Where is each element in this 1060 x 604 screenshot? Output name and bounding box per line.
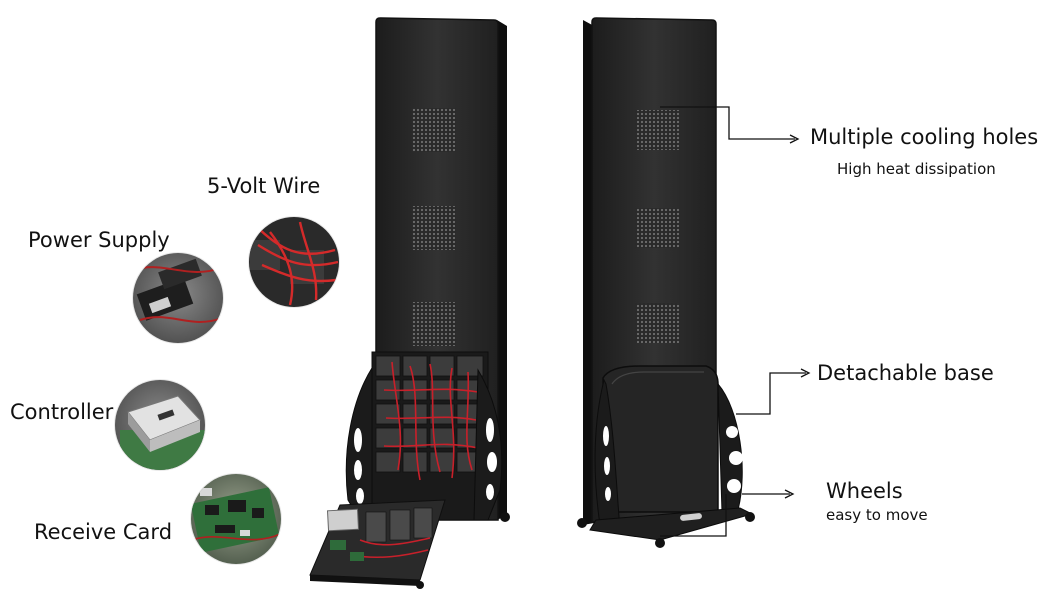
vent-grille: [412, 302, 456, 346]
pointer-cooling-holes: [660, 106, 800, 144]
detail-circle-5-volt-wire: [248, 216, 340, 308]
label-wheels: Wheels: [826, 479, 903, 503]
label-power-supply: Power Supply: [28, 228, 170, 252]
detail-circle-controller: [114, 379, 206, 471]
label-5-volt-wire: 5-Volt Wire: [207, 174, 321, 198]
right-display-unit: [577, 17, 755, 548]
vent-grille: [635, 208, 680, 248]
vent-grille: [412, 108, 456, 152]
open-module-bay: [371, 351, 489, 521]
detail-circle-power-supply: [132, 252, 224, 344]
vent-grille: [635, 303, 680, 343]
pointer-wheels: [660, 489, 795, 537]
left-unit-right-brace: [473, 368, 503, 521]
label-receive-card: Receive Card: [34, 520, 173, 544]
pulled-out-drawer: [309, 499, 446, 586]
detail-circle-receive-card: [190, 473, 282, 565]
left-unit-wheels: [416, 512, 510, 589]
base-foot-plate: [589, 507, 754, 541]
right-unit-wheels: [577, 512, 755, 548]
label-cooling-holes: Multiple cooling holes: [810, 125, 1039, 149]
label-controller: Controller: [10, 400, 114, 424]
label-cooling-sub: High heat dissipation: [837, 160, 996, 178]
vent-grille: [412, 206, 456, 250]
pointer-detachable-base: [736, 368, 811, 415]
base-front-brace: [717, 382, 743, 513]
left-unit-side-edge: [497, 20, 507, 520]
vent-grille: [635, 110, 680, 150]
detachable-base: [589, 365, 754, 541]
label-wheels-sub: easy to move: [826, 506, 928, 524]
label-detachable-base: Detachable base: [817, 361, 994, 385]
left-display-unit: [309, 17, 510, 589]
